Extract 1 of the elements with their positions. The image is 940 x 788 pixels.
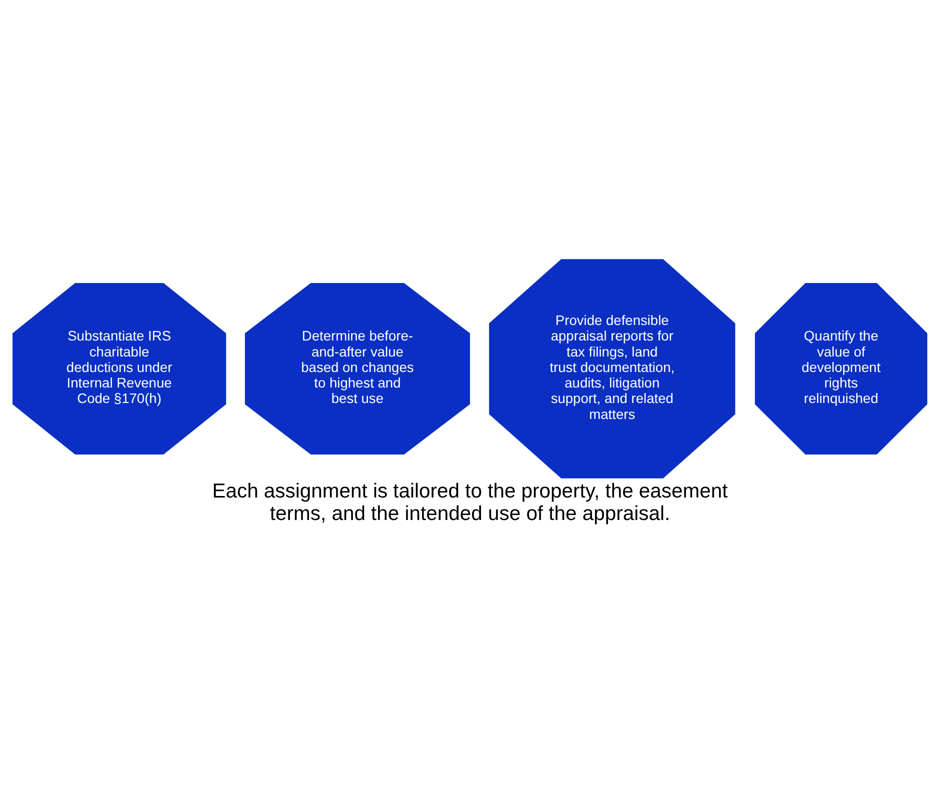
caption: Each assignment is tailored to the property, the easement terms, and the intended use of the appraisal. xyxy=(212,480,728,524)
